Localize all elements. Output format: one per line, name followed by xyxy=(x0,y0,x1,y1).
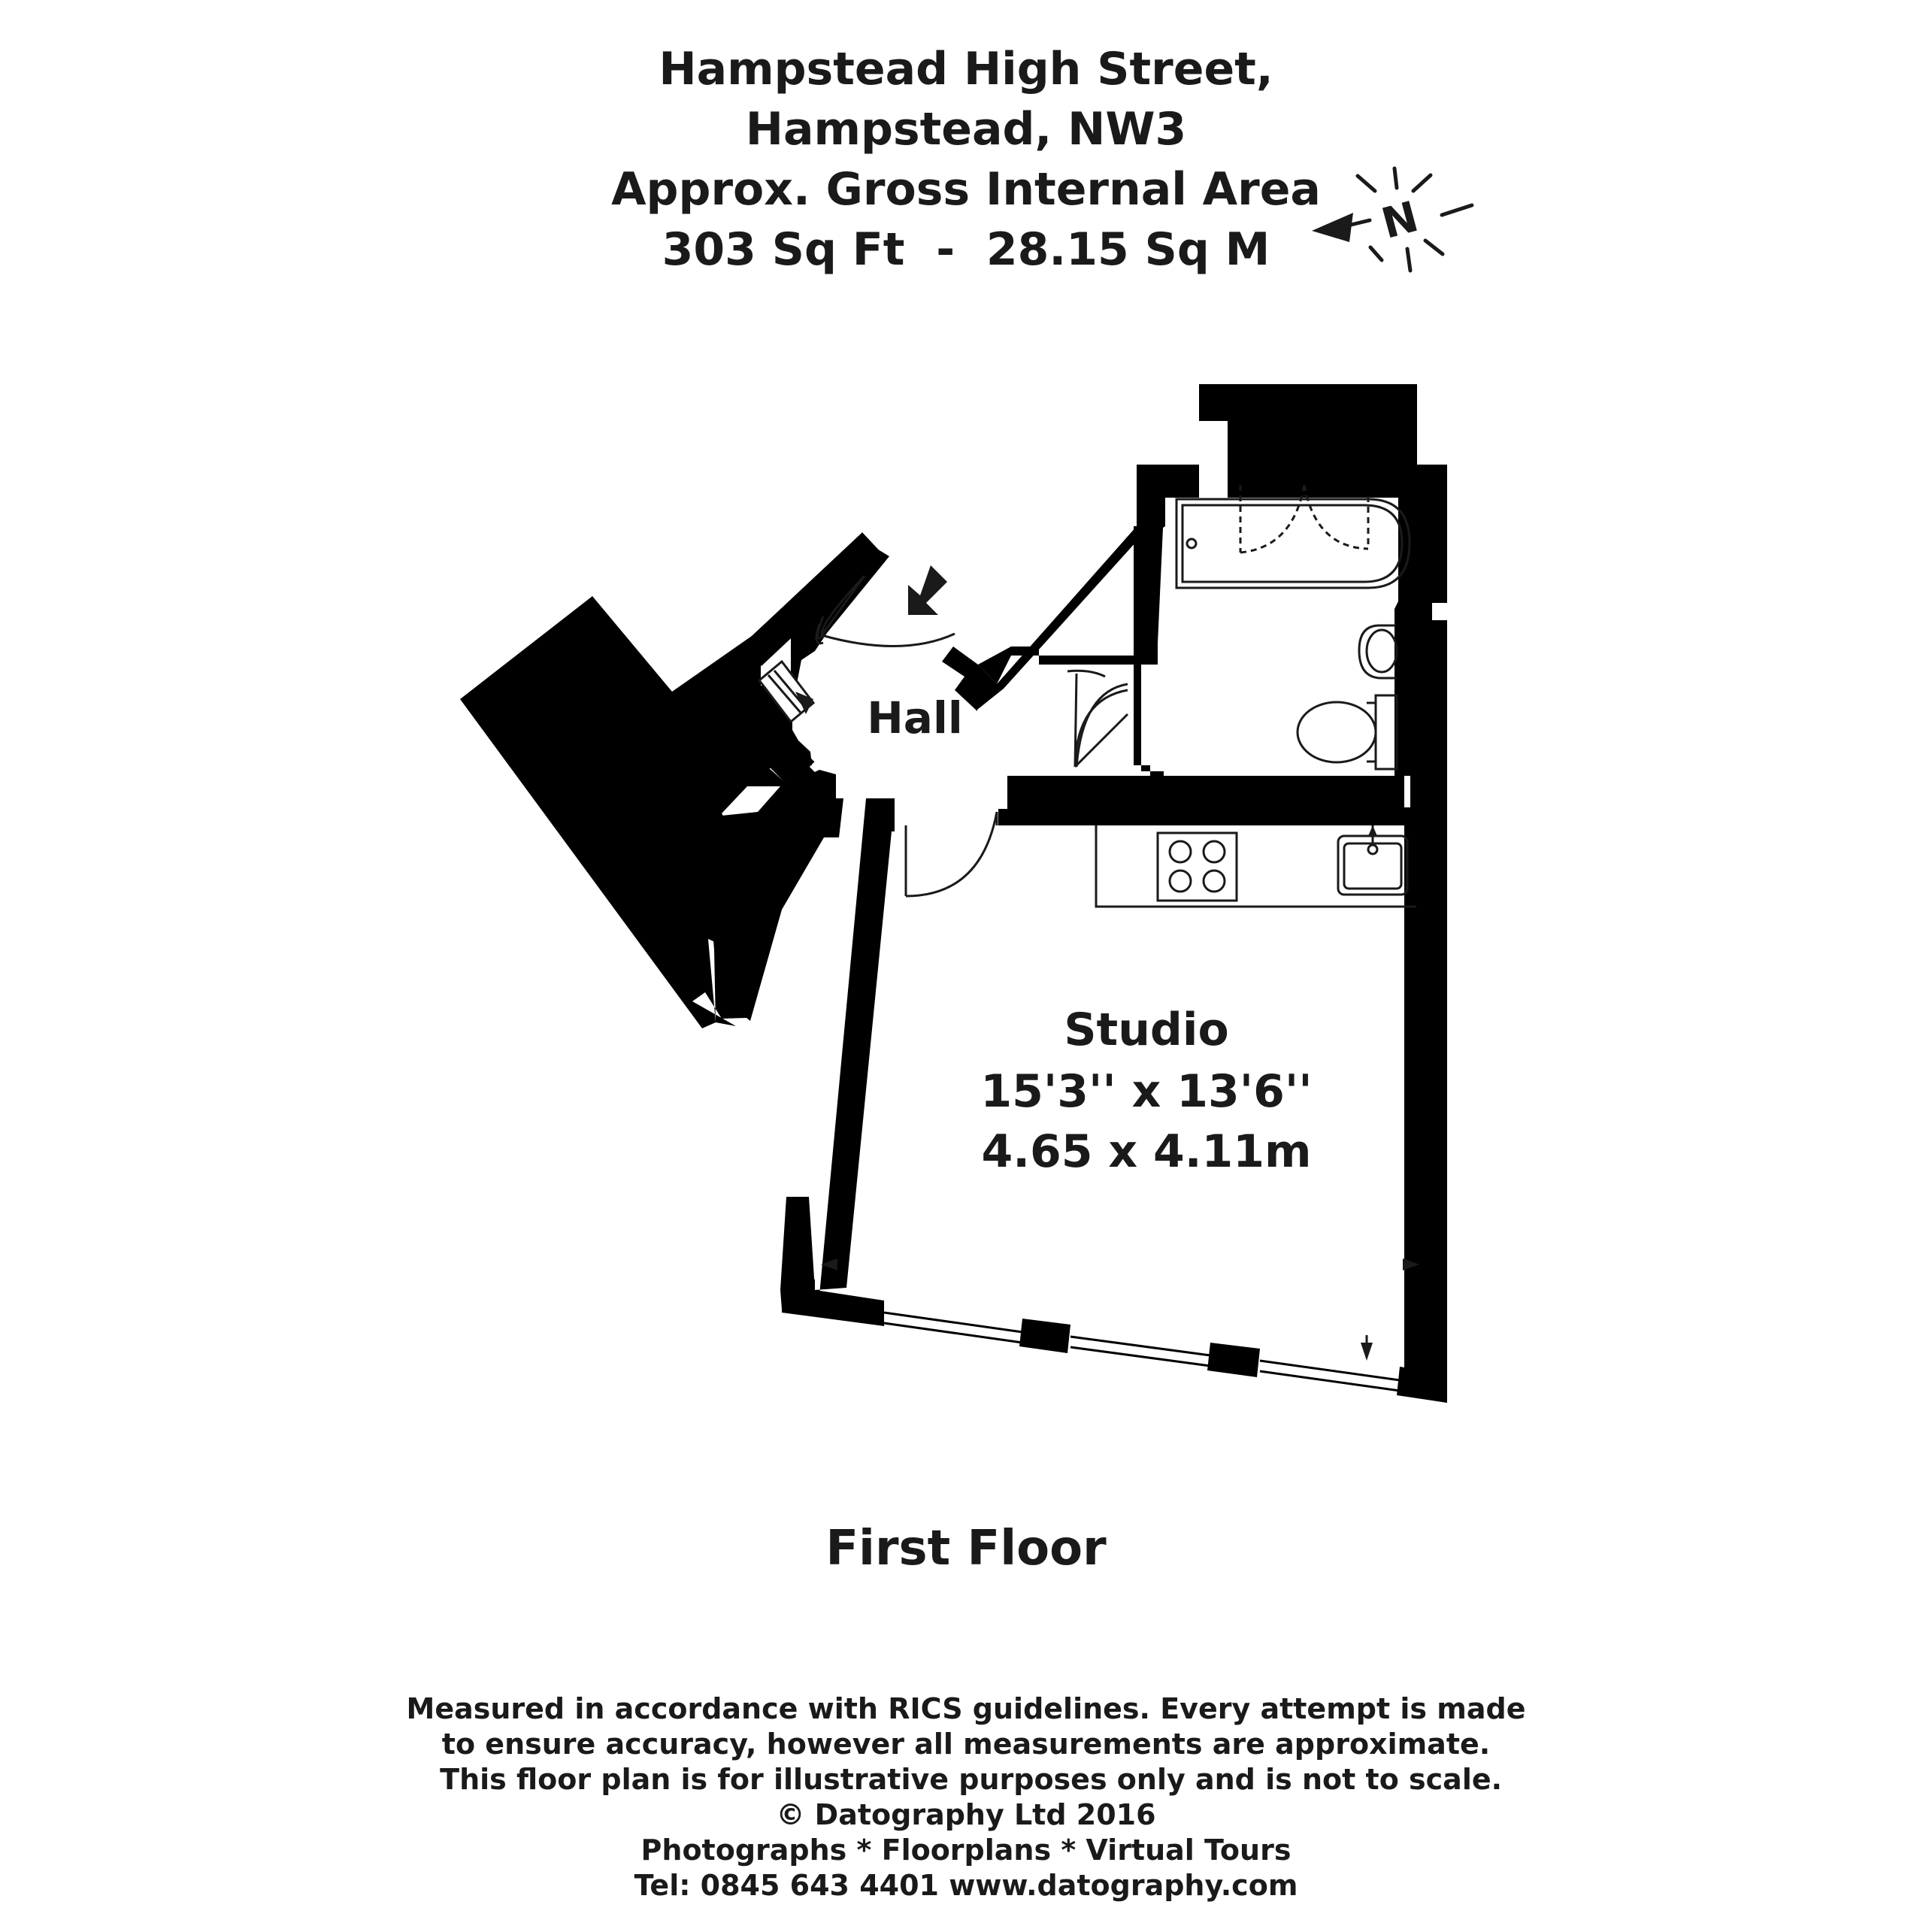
window-pier xyxy=(1019,1319,1070,1353)
windows xyxy=(883,498,1443,1392)
bathroom-door-swing xyxy=(1074,673,1128,768)
hob-burner xyxy=(1202,869,1226,893)
sink-tap-arrow xyxy=(1368,825,1377,836)
window-pane xyxy=(1070,1346,1211,1367)
compass-letter: N xyxy=(1376,192,1423,249)
disclaimer-line: Measured in accordance with RICS guideli… xyxy=(406,1692,1526,1725)
room-label-hall: Hall xyxy=(867,692,962,743)
cupboard-door-line xyxy=(767,674,802,713)
hob-burner xyxy=(1168,869,1192,893)
wall-hall-studio xyxy=(998,776,1404,825)
shower-screen-swing xyxy=(1240,484,1306,554)
property-header: Hampstead High Street, Hampstead, NW3 Ap… xyxy=(440,39,1492,280)
wall-west-lower xyxy=(769,741,824,801)
front-door-leaf xyxy=(820,575,866,636)
window-pane xyxy=(1259,1370,1401,1392)
wall-studio-west xyxy=(780,798,895,1326)
contact-line: Tel: 0845 643 4401 www.datography.com xyxy=(634,1869,1298,1902)
wall-hall-diagonal xyxy=(942,526,1137,711)
bath-icon xyxy=(1175,484,1411,589)
compass-ray xyxy=(1355,174,1377,193)
window-pier xyxy=(1207,1343,1260,1377)
cupboard-door-frame xyxy=(757,659,816,724)
kitchen-worktop xyxy=(1095,825,1416,908)
west-wing-walls xyxy=(742,532,882,801)
area-value: 303 Sq Ft - 28.15 Sq M xyxy=(662,223,1270,276)
compass-ray xyxy=(1411,173,1433,193)
studio-dimensions-metric: 4.65 x 4.11m xyxy=(981,1125,1311,1178)
window-pane xyxy=(1259,1359,1401,1382)
front-door-swing xyxy=(820,574,955,647)
address-line-1: Hampstead High Street, xyxy=(659,43,1273,95)
compass-ray xyxy=(1405,247,1413,273)
toilet-bowl xyxy=(1296,701,1377,764)
wall-studio-southwest xyxy=(782,1278,884,1326)
dimension-markers xyxy=(821,1258,1419,1361)
cupboard-arrow xyxy=(795,692,813,714)
disclaimer-line: to ensure accuracy, however all measurem… xyxy=(441,1728,1491,1761)
wall-studio-southeast xyxy=(1397,1367,1447,1403)
wall-entrance-outer xyxy=(742,532,882,666)
compass-arrowhead xyxy=(1312,213,1353,242)
wall-bay-window xyxy=(1199,384,1417,498)
bath-outline xyxy=(1175,498,1411,589)
floor-label: First Floor xyxy=(825,1521,1107,1576)
compass-ray xyxy=(1440,203,1474,217)
basin-outline xyxy=(1358,624,1396,680)
address-line-2: Hampstead, NW3 xyxy=(745,103,1187,156)
bath-inner xyxy=(1181,504,1404,583)
studio-dimensions-imperial: 15'3'' x 13'6'' xyxy=(980,1065,1312,1118)
bath-drain xyxy=(1186,538,1198,550)
area-caption: Approx. Gross Internal Area xyxy=(611,163,1321,216)
dimension-arrow-bottom xyxy=(1361,1343,1373,1361)
compass-ray xyxy=(1368,245,1384,262)
wall-bath-hall xyxy=(1039,526,1164,776)
toilet-cistern xyxy=(1374,694,1398,771)
room-label-studio: Studio xyxy=(1064,1004,1228,1056)
window-pane xyxy=(883,1322,1023,1344)
doors xyxy=(815,574,1129,898)
walls xyxy=(460,384,1447,1403)
north-arrow-icon: N xyxy=(1312,166,1474,273)
kitchen-units xyxy=(1095,825,1416,908)
compass-ray xyxy=(1392,166,1399,190)
cupboard-door xyxy=(757,659,816,724)
basin-bowl xyxy=(1365,628,1398,674)
hob-icon xyxy=(1156,831,1238,902)
wall-bathroom-west xyxy=(1137,465,1199,643)
bathroom-door-top xyxy=(1067,669,1106,678)
wall-west xyxy=(460,539,889,1028)
hob-burner xyxy=(1202,840,1226,864)
window-pane xyxy=(1070,1335,1211,1357)
bathroom-door-arc xyxy=(1075,683,1128,768)
dimension-arrow-right xyxy=(1403,1258,1419,1270)
services-line: Photographs * Floorplans * Virtual Tours xyxy=(640,1834,1292,1867)
disclaimer-line: This floor plan is for illustrative purp… xyxy=(429,1763,1503,1796)
hob-burner xyxy=(1168,840,1192,864)
wall-hall-corner xyxy=(978,647,1039,684)
copyright-line: © Datography Ltd 2016 xyxy=(776,1798,1156,1831)
compass-ray xyxy=(1349,218,1372,227)
sink-tap xyxy=(1367,843,1379,855)
wall-east xyxy=(1199,384,1447,1403)
shower-screen-swing xyxy=(1303,484,1369,550)
window-pane xyxy=(883,1311,1023,1334)
entrance-arrow-icon xyxy=(908,565,947,615)
door-entrance-jamb xyxy=(815,623,824,645)
basin-icon xyxy=(1358,624,1398,680)
sink-bowl xyxy=(1343,842,1403,890)
entrance-arrow-shape xyxy=(908,565,947,615)
disclaimer-footer: Measured in accordance with RICS guideli… xyxy=(365,1691,1567,1903)
toilet-icon xyxy=(1296,694,1398,771)
compass-ray xyxy=(1423,238,1445,256)
studio-door-arc xyxy=(905,811,998,898)
dimension-arrow-left xyxy=(821,1258,837,1270)
bathroom-door-leaf xyxy=(1074,713,1129,768)
